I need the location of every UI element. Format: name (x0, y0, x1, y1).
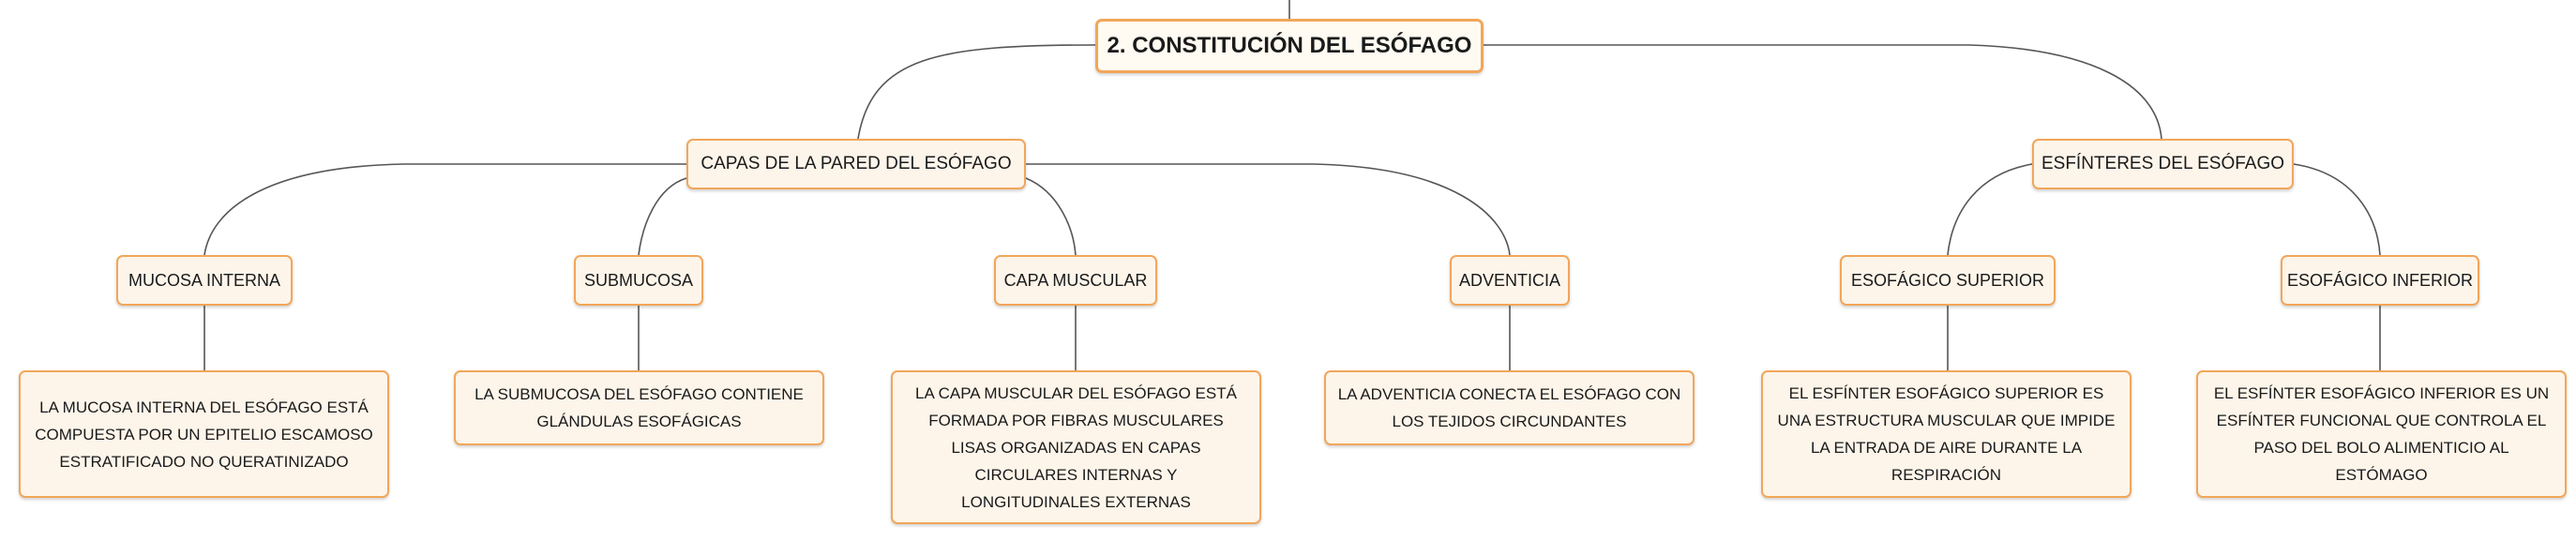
connector-capas-mucosa (203, 163, 686, 256)
connector-esf-superior (1947, 163, 2033, 256)
subtopic-mucosa-label: MUCOSA INTERNA (128, 270, 281, 290)
connector-esf-inferior (2293, 163, 2381, 256)
topic-esfinteres-label: ESFÍNTERES DEL ESÓFAGO (2041, 154, 2285, 173)
subtopic-capa-muscular-label: CAPA MUSCULAR (1003, 270, 1148, 290)
subtopic-esofagico-inferior-label: ESOFÁGICO INFERIOR (2286, 270, 2474, 290)
subtopic-esofagico-inferior[interactable]: ESOFÁGICO INFERIOR (2281, 255, 2479, 306)
subtopic-adventicia[interactable]: ADVENTICIA (1450, 255, 1570, 306)
topic-capas-pared-label: CAPAS DE LA PARED DEL ESÓFAGO (700, 154, 1012, 173)
note-esofagico-inferior[interactable]: EL ESFÍNTER ESOFÁGICO INFERIOR ES UN ESF… (2196, 370, 2567, 498)
subtopic-capa-muscular[interactable]: CAPA MUSCULAR (994, 255, 1157, 306)
subtopic-esofagico-superior-label: ESOFÁGICO SUPERIOR (1850, 270, 2045, 290)
note-capa-muscular-text: LA CAPA MUSCULAR DEL ESÓFAGO ESTÁ FORMAD… (915, 383, 1237, 511)
topic-capas-pared[interactable]: CAPAS DE LA PARED DEL ESÓFAGO (686, 139, 1026, 189)
note-esofagico-superior-text: EL ESFÍNTER ESOFÁGICO SUPERIOR ES UNA ES… (1777, 384, 2116, 484)
note-capa-muscular[interactable]: LA CAPA MUSCULAR DEL ESÓFAGO ESTÁ FORMAD… (891, 370, 1261, 524)
note-esofagico-superior[interactable]: EL ESFÍNTER ESOFÁGICO SUPERIOR ES UNA ES… (1761, 370, 2132, 498)
note-esofagico-inferior-text: EL ESFÍNTER ESOFÁGICO INFERIOR ES UN ESF… (2213, 384, 2550, 484)
note-mucosa-text: LA MUCOSA INTERNA DEL ESÓFAGO ESTÁ COMPU… (35, 398, 373, 471)
note-mucosa[interactable]: LA MUCOSA INTERNA DEL ESÓFAGO ESTÁ COMPU… (19, 370, 389, 498)
subtopic-esofagico-superior[interactable]: ESOFÁGICO SUPERIOR (1840, 255, 2056, 306)
note-submucosa-text: LA SUBMUCOSA DEL ESÓFAGO CONTIENE GLÁNDU… (475, 385, 804, 430)
topic-esfinteres[interactable]: ESFÍNTERES DEL ESÓFAGO (2032, 139, 2294, 189)
connector-capas-adventicia (1026, 163, 1511, 256)
connector-capas-muscular (1025, 177, 1077, 256)
root-topic[interactable]: 2. CONSTITUCIÓN DEL ESÓFAGO (1095, 19, 1484, 73)
connector-root-esfinteres (1484, 44, 2162, 140)
subtopic-mucosa[interactable]: MUCOSA INTERNA (116, 255, 293, 306)
connector-capas-submucosa (638, 177, 687, 256)
connector-root-capas (857, 44, 1096, 140)
note-submucosa[interactable]: LA SUBMUCOSA DEL ESÓFAGO CONTIENE GLÁNDU… (454, 370, 824, 445)
subtopic-submucosa-label: SUBMUCOSA (583, 270, 693, 290)
subtopic-adventicia-label: ADVENTICIA (1458, 270, 1561, 290)
subtopic-submucosa[interactable]: SUBMUCOSA (574, 255, 703, 306)
note-adventicia-text: LA ADVENTICIA CONECTA EL ESÓFAGO CON LOS… (1337, 385, 1681, 430)
note-adventicia[interactable]: LA ADVENTICIA CONECTA EL ESÓFAGO CON LOS… (1324, 370, 1695, 445)
root-topic-label: 2. CONSTITUCIÓN DEL ESÓFAGO (1107, 33, 1472, 58)
